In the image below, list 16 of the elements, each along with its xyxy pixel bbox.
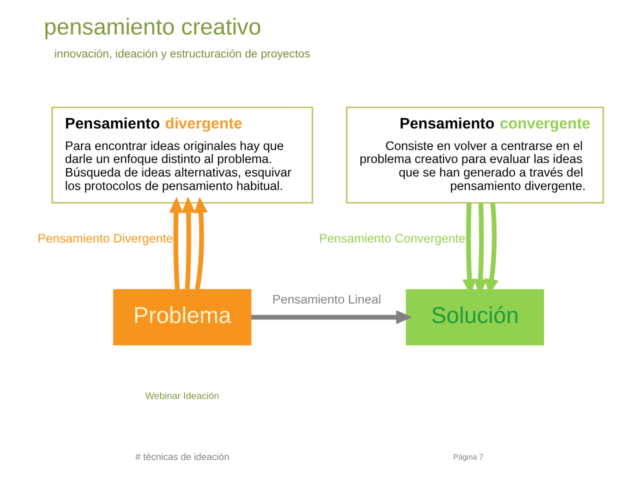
edge-label: Pensamiento Divergente <box>38 232 174 246</box>
node-box: Pensamiento divergente Para encontrar ideas originales hay que darle un enfoque distinto al problema. Búsqueda de ideas alternativas, esquivar los protocolos de pensamiento habitual. <box>51 106 314 204</box>
label: Página 7 <box>453 452 484 462</box>
label: # técnicas de ideación <box>135 452 230 464</box>
node-box: Pensamiento convergente Consiste en volver a centrarse en el problema creativo para evaluar las ideas que se han generado a través del pensamiento divergente. <box>346 106 604 204</box>
label: innovación, ideación y estructuración de proyectos <box>54 48 310 61</box>
node-box: Problema <box>113 289 252 346</box>
edge-label: Pensamiento Lineal <box>272 292 382 306</box>
arrow <box>182 196 196 290</box>
diagram-title: pensamiento creativo <box>44 13 262 40</box>
label: Webinar Ideación <box>145 391 220 402</box>
arrow <box>194 196 208 290</box>
edge-label: Pensamiento Convergente <box>319 232 466 246</box>
arrow <box>251 310 412 324</box>
arrow <box>169 196 184 290</box>
node-box: Solución <box>406 289 544 346</box>
